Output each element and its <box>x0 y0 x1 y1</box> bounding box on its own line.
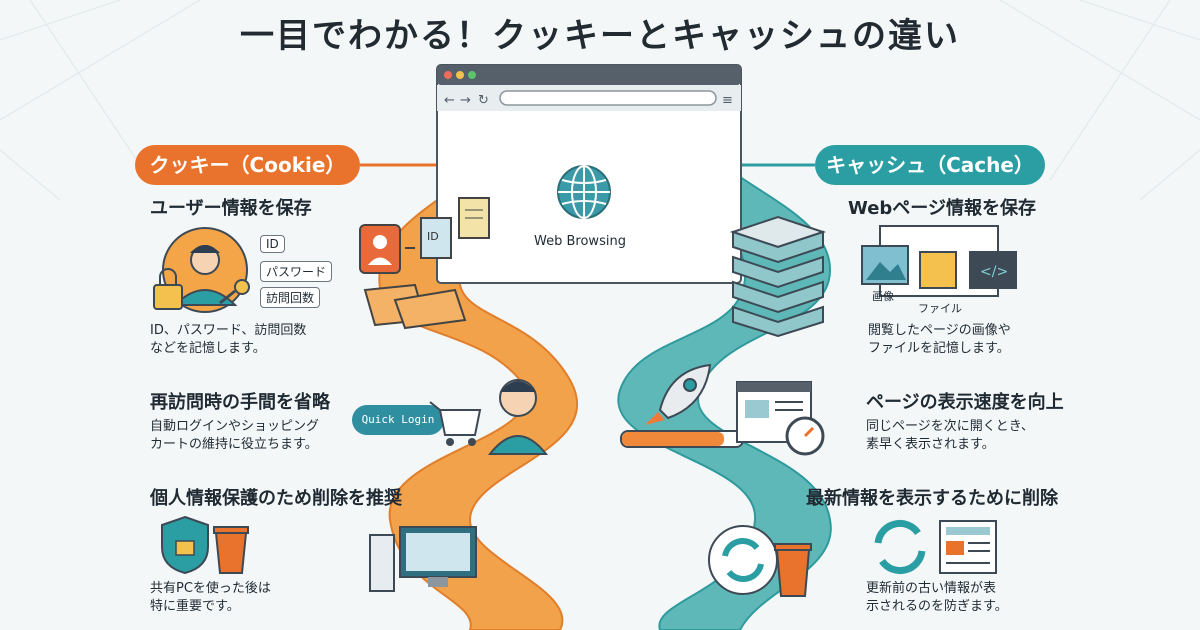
back-arrow-icon: ← <box>444 93 455 108</box>
tag-id: ID <box>260 235 285 253</box>
refresh-news-icon <box>874 520 997 574</box>
cookie-heading-1: ユーザー情報を保存 <box>150 198 312 219</box>
cache-heading-1: Webページ情報を保存 <box>848 198 1036 219</box>
cache-pill: キャッシュ（Cache） <box>815 145 1045 185</box>
user-key-icon <box>153 227 250 313</box>
label-image: 画像 <box>872 290 894 303</box>
forward-arrow-icon: → <box>460 93 471 108</box>
page-title: 一目でわかる！クッキーとキャッシュの違い <box>240 16 960 56</box>
image-file-code-icons: </> <box>861 225 1017 297</box>
globe-icon <box>557 165 611 219</box>
webpage-stopwatch-icon <box>736 381 825 456</box>
cookie-heading-3: 個人情報保護のため削除を推奨 <box>150 488 402 509</box>
cache-desc-2: 同じページを次に開くとき、 素早く表示されます。 <box>866 419 1034 452</box>
window-max-dot <box>468 71 476 79</box>
window-close-dot <box>444 71 452 79</box>
tag-password: パスワード <box>260 261 333 282</box>
label-file: ファイル <box>918 302 962 315</box>
svg-text:ID: ID <box>427 230 439 243</box>
window-min-dot <box>456 71 464 79</box>
loading-bar <box>620 430 744 448</box>
browser-window: ← → ↻ ≡ <box>436 64 742 284</box>
cart-user-icon <box>429 379 549 455</box>
cache-desc-1: 閲覧したページの画像や ファイルを記憶します。 <box>868 323 1011 356</box>
menu-icon: ≡ <box>722 93 733 108</box>
cookie-pill: クッキー（Cookie） <box>135 145 360 185</box>
shield-trash-icon <box>161 515 249 575</box>
cookie-desc-3: 共有PCを使った後は 特に重要です。 <box>150 581 271 614</box>
computer-icon <box>369 526 477 592</box>
tag-visit-count: 訪問回数 <box>260 287 321 308</box>
cache-heading-3: 最新情報を表示するために削除 <box>806 488 1058 509</box>
cookie-heading-2: 再訪問時の手間を省略 <box>150 392 330 413</box>
svg-text:</>: </> <box>980 264 1008 280</box>
quick-login-button[interactable]: Quick Login <box>352 405 444 435</box>
cookie-transfer-icons: ID <box>359 197 490 330</box>
cache-desc-3: 更新前の古い情報が表 示されるのを防ぎます。 <box>866 581 1008 614</box>
rocket-icon <box>645 363 712 425</box>
browser-label: Web Browsing <box>534 234 626 249</box>
cookie-desc-2: 自動ログインやショッピング カートの維持に役立ちます。 <box>150 419 320 452</box>
address-bar <box>499 90 717 106</box>
cookie-desc-1: ID、パスワード、訪問回数 などを記憶します。 <box>150 323 307 356</box>
reload-icon: ↻ <box>478 93 489 108</box>
cache-heading-2: ページの表示速度を向上 <box>866 392 1064 413</box>
server-stack-icon <box>729 215 827 337</box>
refresh-trash-icon <box>708 525 812 597</box>
